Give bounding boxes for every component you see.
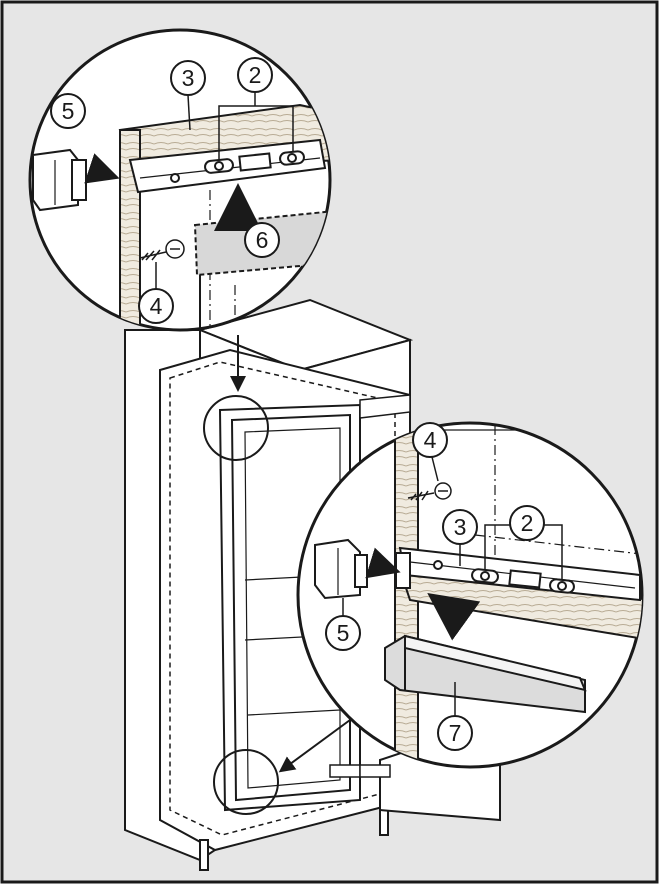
callout-2-top: 2	[237, 57, 273, 93]
svg-text:5: 5	[337, 620, 350, 646]
svg-text:6: 6	[256, 227, 269, 253]
callout-4-top: 4	[138, 288, 174, 324]
callout-3-bottom: 3	[442, 509, 478, 545]
fixing-screw-bottom	[407, 482, 452, 501]
cover-cap-top	[32, 148, 87, 212]
bottom-hinge-location-circle	[213, 749, 279, 815]
leader-3-top	[187, 94, 191, 131]
svg-text:2: 2	[249, 62, 262, 88]
fixing-screw-top	[139, 239, 185, 261]
callout-3-top: 3	[170, 60, 206, 96]
callout-2-bottom: 2	[509, 505, 545, 541]
bottom-magnification	[296, 421, 644, 769]
svg-text:3: 3	[182, 65, 195, 91]
cap-insert-arrow-bottom	[365, 547, 401, 579]
cap-insert-arrow-top	[84, 153, 120, 184]
callout-4-bottom: 4	[412, 422, 448, 458]
callout-5-bottom: 5	[325, 615, 361, 651]
svg-text:4: 4	[424, 427, 437, 453]
bottom-leader-arrow	[278, 719, 351, 773]
svg-text:4: 4	[150, 293, 163, 319]
top-hinge-location-circle	[203, 395, 269, 461]
push-arrow-bottom	[427, 592, 481, 641]
callout-6-top: 6	[244, 222, 280, 258]
leader-2-top	[218, 105, 294, 160]
svg-text:7: 7	[449, 720, 462, 746]
callout-7-bottom: 7	[437, 715, 473, 751]
trim-strip	[384, 634, 587, 714]
svg-text:2: 2	[521, 510, 534, 536]
svg-text:3: 3	[454, 514, 467, 540]
svg-text:5: 5	[62, 98, 75, 124]
callout-5-top: 5	[50, 93, 86, 129]
